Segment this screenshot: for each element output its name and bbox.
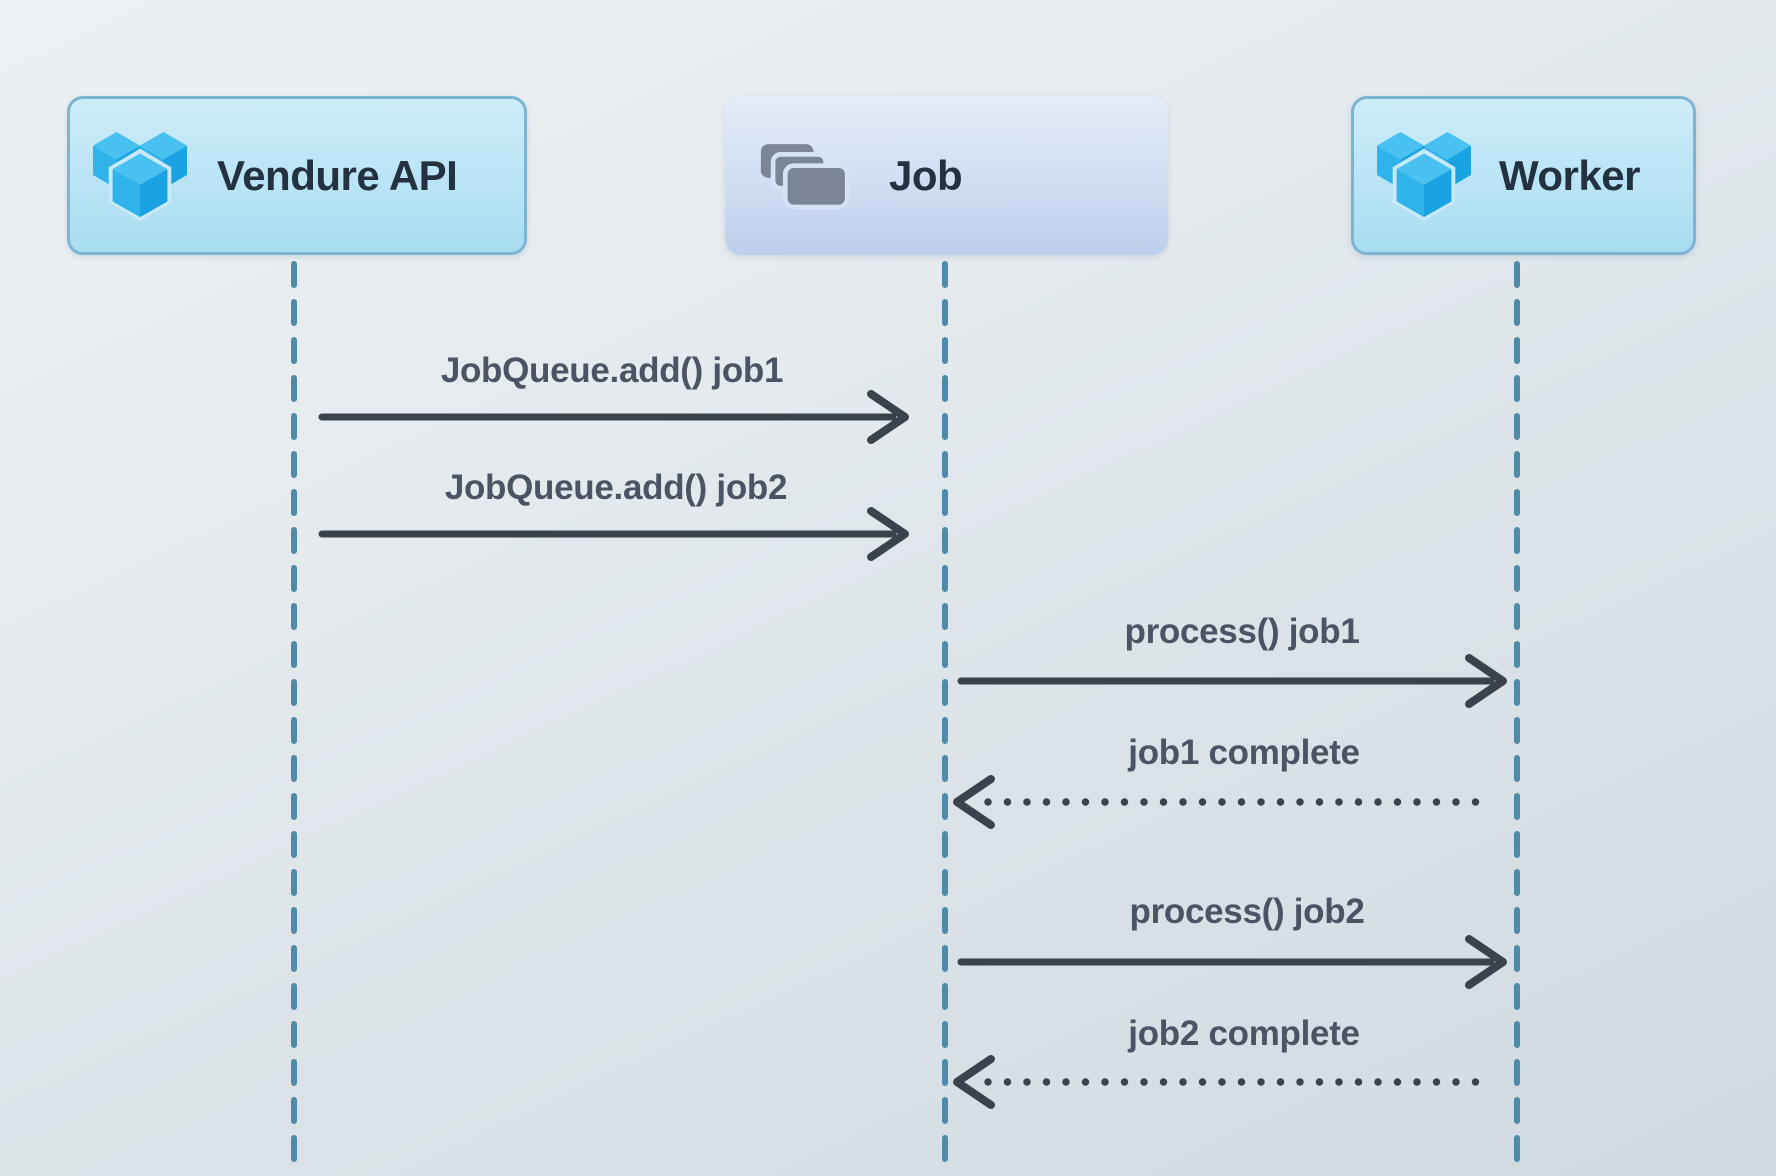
message-label-job1-complete: job1 complete [1128,733,1360,772]
message-label-job2-complete: job2 complete [1128,1014,1360,1053]
actor-worker-label: Worker [1499,151,1640,199]
actor-job-label: Job [889,151,963,199]
lifelines [291,261,1520,1175]
arrow-jobqueue-add-job1 [318,390,909,444]
message-label-process-job2: process() job2 [1129,892,1365,931]
vendure-cubes-icon [1377,131,1471,221]
arrow-jobqueue-add-job2 [318,507,909,561]
message-label-jobqueue-add-job2: JobQueue.add() job2 [444,468,788,507]
arrow-process-job1 [957,654,1507,708]
actor-worker: Worker [1351,96,1696,255]
arrow-process-job2 [957,935,1507,989]
actor-vendure-api: Vendure API [67,96,527,255]
arrow-job2-complete [953,1055,1488,1109]
arrow-job1-complete [953,775,1488,829]
message-label-jobqueue-add-job1: JobQueue.add() job1 [440,351,784,390]
actor-vendure-api-label: Vendure API [217,151,458,199]
message-label-process-job1: process() job1 [1124,612,1360,651]
vendure-cubes-icon [93,131,187,221]
actor-job: Job [725,96,1168,255]
message-arrows [318,390,1507,1109]
stacked-cards-icon [760,143,850,209]
